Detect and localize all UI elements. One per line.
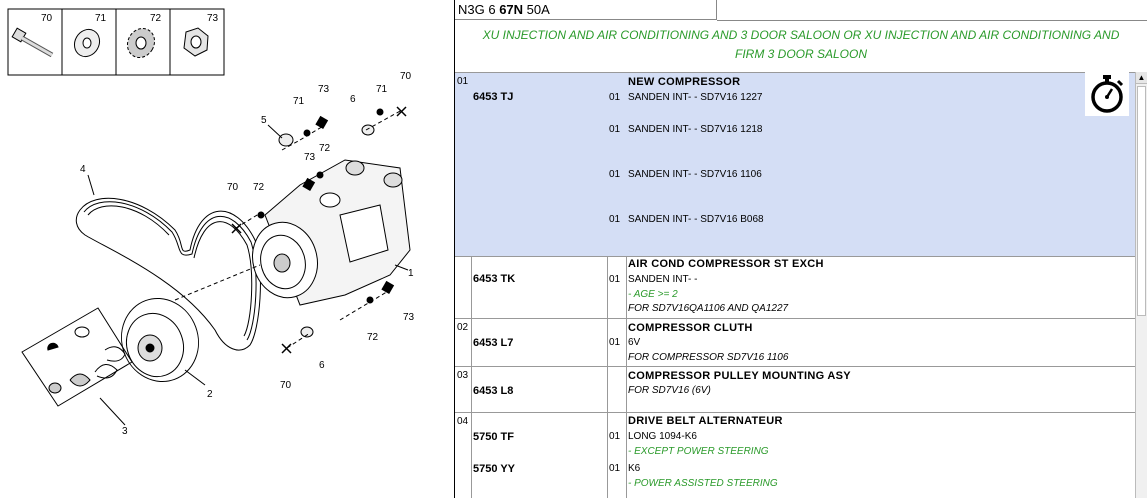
part-reference[interactable]: 6453 L7 <box>473 337 514 349</box>
part-detail: SANDEN INT- - SD7V16 1227 <box>628 92 763 103</box>
callout-72c: 72 <box>367 332 379 343</box>
fitment-note: FOR SD7V16QA1106 AND QA1227 <box>628 303 789 314</box>
part-detail: LONG 1094-K6 <box>628 431 697 442</box>
panel-divider <box>454 0 455 498</box>
callout-6b: 6 <box>319 360 325 371</box>
variant-description: XU INJECTION AND AIR CONDITIONING AND 3 … <box>455 26 1147 64</box>
column-separator <box>626 72 627 498</box>
quantity: 01 <box>609 274 621 285</box>
table-row[interactable]: 6453 TK AIR COND COMPRESSOR ST EXCH 01 S… <box>455 256 1135 318</box>
callout-73c: 73 <box>403 312 415 323</box>
callout-5: 5 <box>261 115 267 126</box>
header-rule <box>717 20 1147 21</box>
parts-panel: N3G 6 67N 50A XU INJECTION AND AIR CONDI… <box>455 0 1147 498</box>
legend-label-72: 72 <box>150 13 162 24</box>
scrollbar-thumb[interactable] <box>1137 86 1146 316</box>
vertical-scrollbar[interactable]: ▲ <box>1135 72 1147 498</box>
quantity: 01 <box>609 431 621 442</box>
callout-71: 71 <box>293 96 305 107</box>
condition-note: - EXCEPT POWER STEERING <box>628 446 769 457</box>
bolt-icon <box>11 27 54 58</box>
quantity: 01 <box>609 214 621 225</box>
part-name: DRIVE BELT ALTERNATEUR <box>628 415 783 427</box>
callout-73b: 73 <box>304 152 316 163</box>
callout-1: 1 <box>408 268 414 279</box>
quantity: 01 <box>609 124 621 135</box>
table-row[interactable]: 01 6453 TJ NEW COMPRESSOR 01 SANDEN INT-… <box>455 72 1135 256</box>
callout-71b: 71 <box>376 84 388 95</box>
callout-72b: 72 <box>253 182 265 193</box>
callout-73: 73 <box>318 84 330 95</box>
part-detail: SANDEN INT- - <box>628 274 698 285</box>
part-code-header: N3G 6 67N 50A <box>455 0 717 20</box>
washer-icon <box>73 28 101 58</box>
quantity: 01 <box>609 463 621 474</box>
callout-2: 2 <box>207 389 213 400</box>
part-detail: 6V <box>628 337 641 348</box>
code-prefix: N3G 6 <box>458 2 500 17</box>
part-name: AIR COND COMPRESSOR ST EXCH <box>628 258 824 270</box>
callout-6: 6 <box>350 94 356 105</box>
column-separator <box>607 72 608 498</box>
code-suffix: 50A <box>523 2 550 17</box>
variant-line-2: FIRM 3 DOOR SALOON <box>734 47 868 61</box>
code-bold: 67N <box>499 2 524 17</box>
part-name: NEW COMPRESSOR <box>628 76 741 88</box>
part-name: COMPRESSOR PULLEY MOUNTING ASY <box>628 370 851 382</box>
table-row[interactable]: 04 5750 TF DRIVE BELT ALTERNATEUR 01 LON… <box>455 412 1135 498</box>
row-number: 01 <box>457 76 469 87</box>
part-reference[interactable]: 6453 TJ <box>473 91 514 103</box>
row-number: 02 <box>457 322 469 333</box>
callout-70c: 70 <box>280 380 292 391</box>
exploded-diagram: 70 71 72 73 5 71 73 6 71 70 72 73 4 70 7… <box>0 0 455 498</box>
part-detail: SANDEN INT- - SD7V16 B068 <box>628 214 764 225</box>
pulley <box>121 297 199 383</box>
part-reference[interactable]: 6453 L8 <box>473 385 514 397</box>
quantity: 01 <box>609 169 621 180</box>
quantity: 01 <box>609 337 621 348</box>
condition-note: - POWER ASSISTED STEERING <box>628 478 778 489</box>
column-separator <box>471 72 472 498</box>
part-reference[interactable]: 5750 TF <box>473 431 514 443</box>
variant-line-1: XU INJECTION AND AIR CONDITIONING AND 3 … <box>482 28 1120 42</box>
nut-icon <box>183 27 209 57</box>
drive-belt <box>75 197 261 351</box>
callout-4: 4 <box>80 164 86 175</box>
condition-note: - AGE >= 2 <box>628 289 678 300</box>
part-reference[interactable]: 5750 YY <box>473 463 516 475</box>
scroll-up-arrow-icon[interactable]: ▲ <box>1136 72 1147 84</box>
callout-3: 3 <box>122 426 128 437</box>
quantity: 01 <box>609 92 621 103</box>
table-row[interactable]: 03 6453 L8 COMPRESSOR PULLEY MOUNTING AS… <box>455 366 1135 412</box>
legend-label-71: 71 <box>95 13 107 24</box>
serrated-washer-icon <box>126 27 156 59</box>
table-row[interactable]: 02 6453 L7 COMPRESSOR CLUTH 01 6V FOR CO… <box>455 318 1135 366</box>
callout-70b: 70 <box>227 182 239 193</box>
row-number: 04 <box>457 416 469 427</box>
part-reference[interactable]: 6453 TK <box>473 273 516 285</box>
parts-table: 01 6453 TJ NEW COMPRESSOR 01 SANDEN INT-… <box>455 72 1147 498</box>
row-number: 03 <box>457 370 469 381</box>
part-detail: SANDEN INT- - SD7V16 1218 <box>628 124 763 135</box>
callout-72: 72 <box>319 143 331 154</box>
compressor-diagram: 70 71 72 73 5 71 73 6 71 70 72 73 4 70 7… <box>7 8 415 437</box>
callout-70: 70 <box>400 71 412 82</box>
clutch-kit-box <box>21 307 133 407</box>
legend-label-70: 70 <box>41 13 53 24</box>
legend-label-73: 73 <box>207 13 219 24</box>
part-name: COMPRESSOR CLUTH <box>628 322 753 334</box>
stopwatch-icon[interactable] <box>1085 72 1129 116</box>
fitment-note: FOR COMPRESSOR SD7V16 1106 <box>628 352 789 363</box>
part-detail: SANDEN INT- - SD7V16 1106 <box>628 169 762 180</box>
compressor <box>252 159 411 306</box>
fitment-note: FOR SD7V16 (6V) <box>628 385 711 396</box>
part-detail: K6 <box>628 463 641 474</box>
